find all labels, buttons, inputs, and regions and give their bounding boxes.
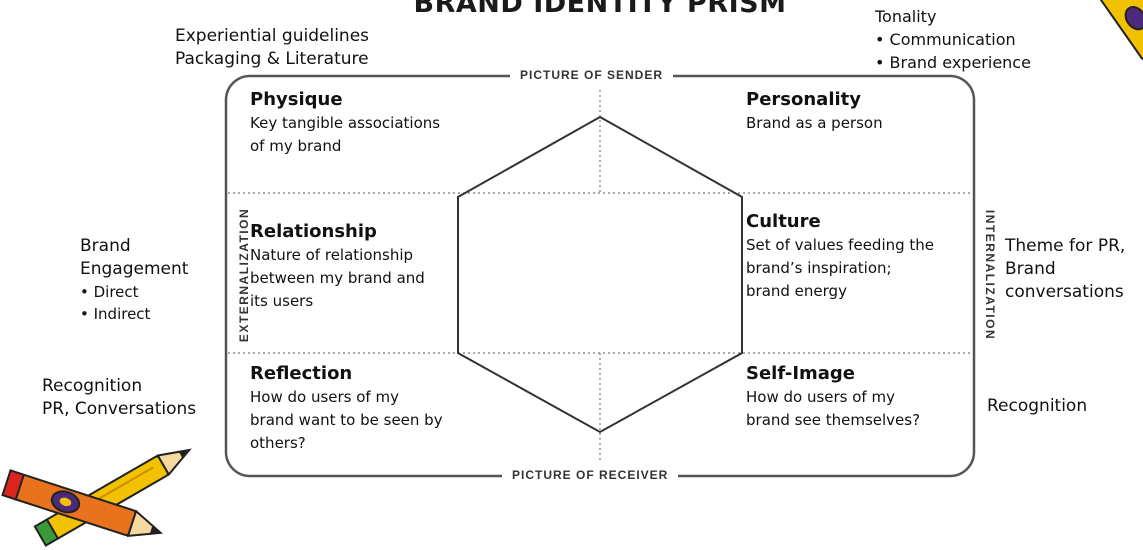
facet-desc-line: Key tangible associations — [250, 114, 441, 132]
note-top-left: Experiential guidelines Packaging & Lite… — [175, 25, 369, 71]
facet-culture: Culture Set of values feeding the brand’… — [746, 210, 934, 303]
note-bullet: • Brand experience — [875, 53, 1031, 72]
facet-desc-line: brand’s inspiration; — [746, 259, 892, 277]
frame-label-top: PICTURE OF SENDER — [510, 68, 674, 82]
note-left-bottom: Recognition PR, Conversations — [42, 375, 196, 421]
facet-desc-line: Brand as a person — [746, 114, 883, 132]
note-line: PR, Conversations — [42, 399, 197, 419]
facet-title: Self-Image — [746, 363, 856, 384]
note-line: Engagement — [80, 259, 189, 279]
facet-desc-line: brand want to be seen by — [250, 411, 443, 429]
pencils-clipart-icon — [1, 448, 192, 547]
note-bullet: • Direct — [80, 283, 139, 301]
facet-desc-line: brand energy — [746, 282, 847, 300]
note-line: Recognition — [42, 376, 143, 396]
note-line: Recognition — [987, 396, 1088, 416]
facet-reflection: Reflection How do users of my brand want… — [250, 362, 443, 455]
facet-title: Reflection — [250, 363, 353, 384]
note-left-mid: Brand Engagement • Direct • Indirect — [80, 235, 188, 325]
facet-desc-line: its users — [250, 292, 314, 310]
facet-self-image: Self-Image How do users of my brand see … — [746, 362, 920, 432]
facet-title: Personality — [746, 89, 861, 110]
note-right-bottom: Recognition — [987, 395, 1087, 418]
note-line: Brand — [1005, 259, 1056, 279]
note-top-right: Tonality • Communication • Brand experie… — [875, 5, 1031, 74]
facet-desc-line: Nature of relationship — [250, 246, 414, 264]
facet-desc-line: brand see themselves? — [746, 411, 921, 429]
facet-desc-line: between my brand and — [250, 269, 425, 287]
diagram-title: BRAND IDENTITY PRISM — [413, 0, 787, 19]
facet-desc-line: How do users of my — [746, 388, 895, 406]
frame-label-right: INTERNALIZATION — [983, 203, 998, 347]
note-heading: Tonality — [875, 7, 937, 26]
facet-desc-line: How do users of my — [250, 388, 399, 406]
facet-physique: Physique Key tangible associations of my… — [250, 88, 440, 158]
note-line: conversations — [1005, 282, 1124, 302]
note-line: Theme for PR, — [1005, 236, 1126, 256]
note-line: Brand — [80, 236, 131, 256]
facet-title: Physique — [250, 89, 343, 110]
facet-relationship: Relationship Nature of relationship betw… — [250, 220, 425, 313]
facet-personality: Personality Brand as a person — [746, 88, 883, 135]
note-line: Packaging & Literature — [175, 49, 369, 69]
facet-desc-line: others? — [250, 434, 306, 452]
prism-hexagon — [457, 115, 743, 434]
pencil-clipart-icon — [1098, 0, 1143, 61]
note-bullet: • Indirect — [80, 305, 151, 323]
note-bullet: • Communication — [875, 30, 1016, 49]
facet-title: Relationship — [250, 221, 377, 242]
note-right-mid: Theme for PR, Brand conversations — [1005, 235, 1125, 304]
facet-desc-line: Set of values feeding the — [746, 236, 935, 254]
facet-title: Culture — [746, 211, 821, 232]
frame-label-bottom: PICTURE OF RECEIVER — [502, 468, 679, 482]
facet-desc-line: of my brand — [250, 137, 342, 155]
note-line: Experiential guidelines — [175, 26, 370, 46]
